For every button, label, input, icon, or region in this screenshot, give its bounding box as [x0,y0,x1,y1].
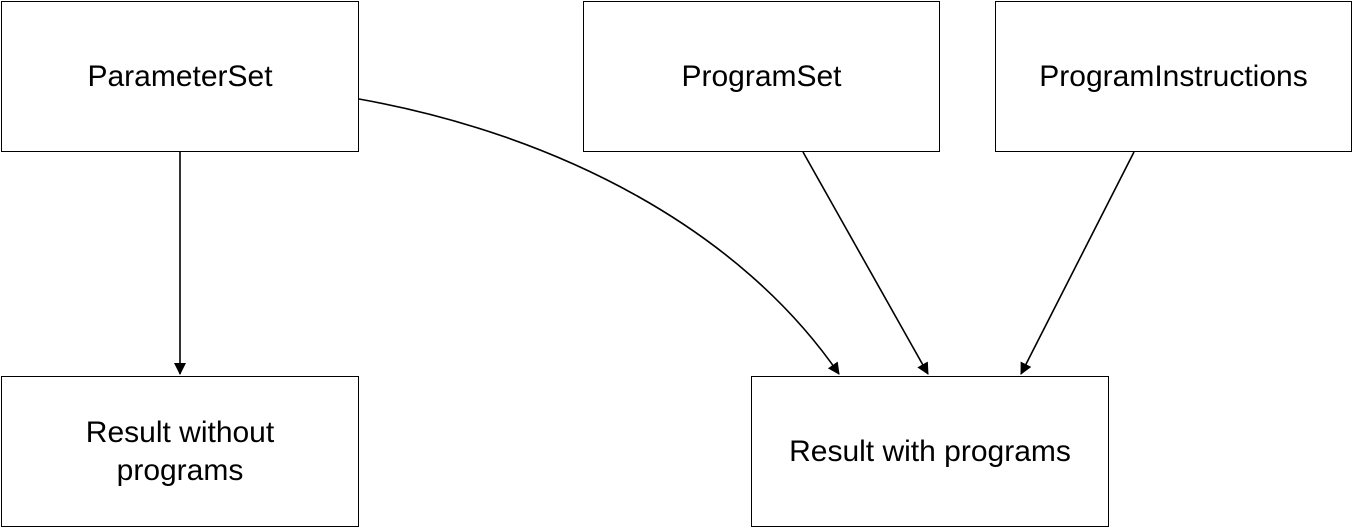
node-programset: ProgramSet [583,1,940,152]
edge-programset-to-result-with-programs [802,151,929,375]
node-programinstructions: ProgramInstructions [995,1,1352,152]
edge-programinstructions-to-result-with-programs [1020,151,1135,375]
node-result-without-programs-label: Result without programs [85,415,275,487]
node-programinstructions-label: ProgramInstructions [1039,59,1308,93]
node-result-without-programs: Result without programs [1,376,359,527]
node-parameterset: ParameterSet [1,1,359,152]
edge-parameterset-to-result-with-programs [358,98,840,375]
node-parameterset-label: ParameterSet [87,59,273,93]
node-result-with-programs: Result with programs [751,376,1109,527]
node-programset-label: ProgramSet [681,59,842,93]
node-result-with-programs-label: Result with programs [789,434,1071,468]
